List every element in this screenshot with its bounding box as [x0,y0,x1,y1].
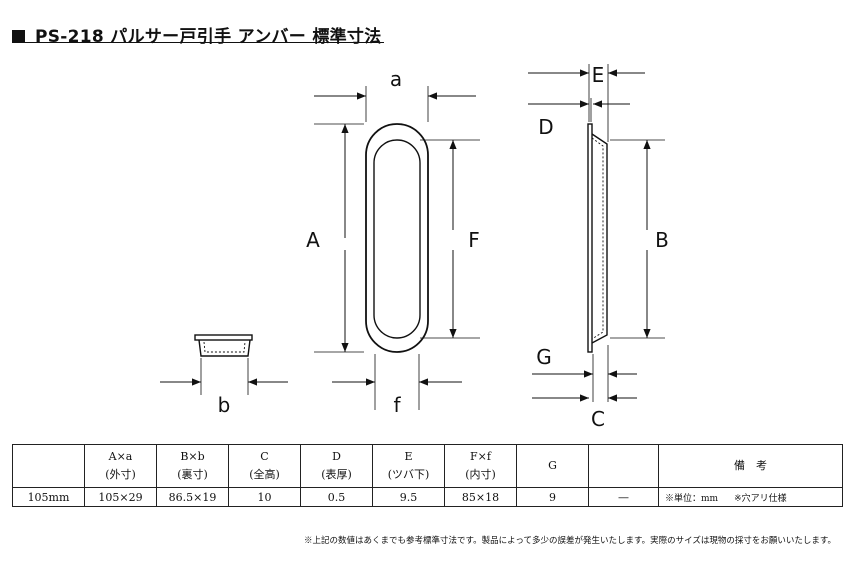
label-G: G [536,345,552,369]
table-cell: 10 [228,487,301,507]
table-cell: 0.5 [300,487,373,507]
label-a: a [390,67,402,91]
header-cell [588,444,659,488]
header-cell-remarks: 備 考 [658,444,843,488]
header-cell: B×b(裏寸) [156,444,229,488]
table-cell: 9.5 [372,487,445,507]
body-inner [591,137,604,340]
footnote: ※上記の数値はあくまでも参考標準寸法です。製品によって多少の誤差が発生いたします… [303,536,836,546]
dimension-drawing: a A F f b [160,63,669,431]
label-A: A [306,228,320,252]
header-cell: E(ツバ下) [372,444,445,488]
table-cell: — [588,487,659,507]
table-row: 105mm 105×29 86.5×19 10 0.5 9.5 85×18 9 … [12,487,843,507]
hole-note: ※穴アリ仕様 [734,493,787,504]
header-cell: G [516,444,589,488]
table-cell: 9 [516,487,589,507]
extension-lines-side [588,64,665,402]
table-cell: 85×18 [444,487,517,507]
header-cell [12,444,85,488]
outer-outline [365,123,429,353]
header-cell: C(全高) [228,444,301,488]
header-cell: A×a(外寸) [84,444,157,488]
cup-body [198,339,251,357]
title-bullet [12,30,25,43]
table-header-row: A×a(外寸) B×b(裏寸) C(全高) D(表厚) E(ツバ下) F×f(内… [12,444,843,488]
unit-note: ※単位：mm [665,493,719,504]
label-C: C [591,407,605,431]
header-cell: D(表厚) [300,444,373,488]
front-view [314,86,480,410]
label-B: B [655,228,669,252]
label-b: b [218,393,231,417]
extension-lines-b [200,358,249,395]
body-profile [591,133,608,344]
cup-inner [203,341,246,353]
side-view [528,64,665,402]
header-cell: F×f(内寸) [444,444,517,488]
table-cell: 105mm [12,487,85,507]
remarks-cell: ※単位：mm ※穴アリ仕様 [658,487,843,507]
title-underline [12,42,384,43]
table-cell: 105×29 [84,487,157,507]
label-D: D [538,115,553,139]
dimension-table: A×a(外寸) B×b(裏寸) C(全高) D(表厚) E(ツバ下) F×f(内… [12,444,843,507]
extension-lines [314,86,480,410]
label-F: F [468,228,480,252]
profile-view-small [160,334,288,395]
face-plate [587,123,593,353]
flange [194,334,253,341]
label-E: E [592,63,605,87]
table-cell: 86.5×19 [156,487,229,507]
label-f: f [393,393,401,417]
inner-outline [373,139,421,339]
